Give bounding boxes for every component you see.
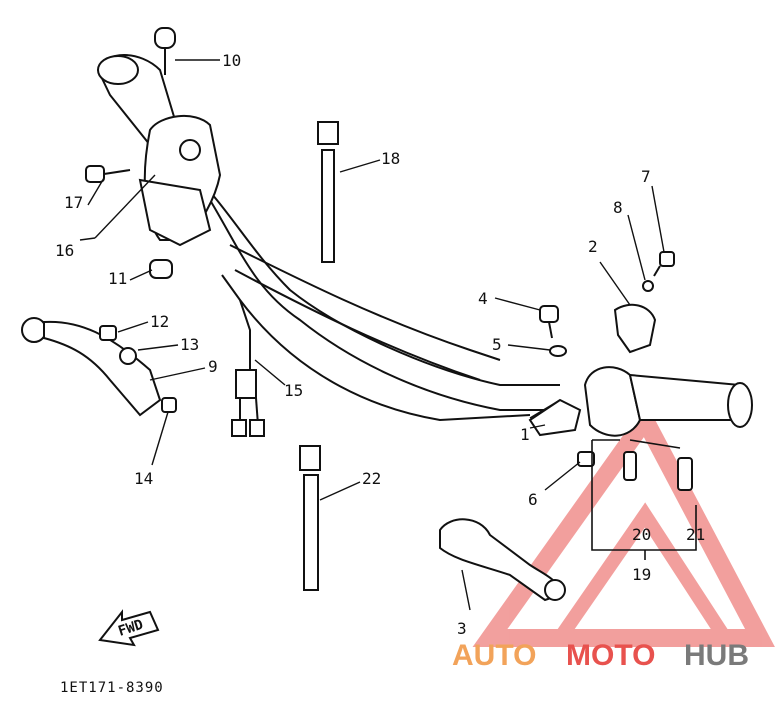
callout-9: 9 xyxy=(208,357,218,376)
watermark-logo xyxy=(472,402,775,647)
part-2-clamp xyxy=(613,303,657,354)
part-18-cable-tie xyxy=(317,121,339,263)
part-20-screw xyxy=(623,451,637,481)
handlebar xyxy=(189,169,560,422)
part-10-knob xyxy=(154,27,176,75)
part-19-group-bracket xyxy=(591,439,697,560)
callout-6: 6 xyxy=(528,490,538,509)
part-3-brake-lever xyxy=(439,518,566,602)
callout-14: 14 xyxy=(134,469,153,488)
part-15-wire-harness xyxy=(221,274,265,437)
callout-4: 4 xyxy=(478,289,488,308)
part-7-screw xyxy=(653,251,675,277)
callout-2: 2 xyxy=(588,237,598,256)
watermark-part-hub: HUB xyxy=(684,639,749,672)
part-6-nut xyxy=(577,451,595,467)
part-5-washer xyxy=(549,345,567,357)
callout-13: 13 xyxy=(180,335,199,354)
watermark-part-auto: AUTO xyxy=(452,639,536,672)
callout-18: 18 xyxy=(381,149,400,168)
part-1-lever-bracket xyxy=(528,398,582,437)
callout-labels: 1 2 3 4 5 6 7 8 9 10 11 12 13 14 15 16 1… xyxy=(55,51,705,638)
part-13-nut xyxy=(119,347,137,365)
part-9-clutch-lever xyxy=(21,317,162,417)
callout-15: 15 xyxy=(284,381,303,400)
part-11-grommet xyxy=(149,259,173,279)
callout-11: 11 xyxy=(108,269,127,288)
callout-10: 10 xyxy=(222,51,241,70)
watermark-text: AUTO MOTO HUB xyxy=(452,639,749,672)
part-14-screw xyxy=(161,397,177,413)
callout-22: 22 xyxy=(362,469,381,488)
part-22-cable-tie xyxy=(299,445,321,591)
part-17-screw xyxy=(85,165,131,183)
left-switch-housing xyxy=(138,114,222,247)
part-8-washer xyxy=(642,280,654,292)
callout-12: 12 xyxy=(150,312,169,331)
callout-19: 19 xyxy=(632,565,651,584)
part-12-bolt xyxy=(99,325,117,341)
callout-3: 3 xyxy=(457,619,467,638)
callout-20: 20 xyxy=(632,525,651,544)
leader-lines xyxy=(79,59,665,611)
diagram-part-code: 1ET171-8390 xyxy=(60,680,164,696)
callout-8: 8 xyxy=(613,198,623,217)
watermark-part-moto: MOTO xyxy=(566,639,655,672)
callout-21: 21 xyxy=(686,525,705,544)
fwd-arrow: FWD xyxy=(98,609,160,647)
callout-5: 5 xyxy=(492,335,502,354)
callout-7: 7 xyxy=(641,167,651,186)
callout-16: 16 xyxy=(55,241,74,260)
part-21-screw xyxy=(677,457,693,491)
part-4-bolt xyxy=(539,305,559,339)
callout-17: 17 xyxy=(64,193,83,212)
fwd-label: FWD xyxy=(116,617,145,640)
right-throttle-housing xyxy=(583,366,753,437)
callout-1: 1 xyxy=(520,425,530,444)
